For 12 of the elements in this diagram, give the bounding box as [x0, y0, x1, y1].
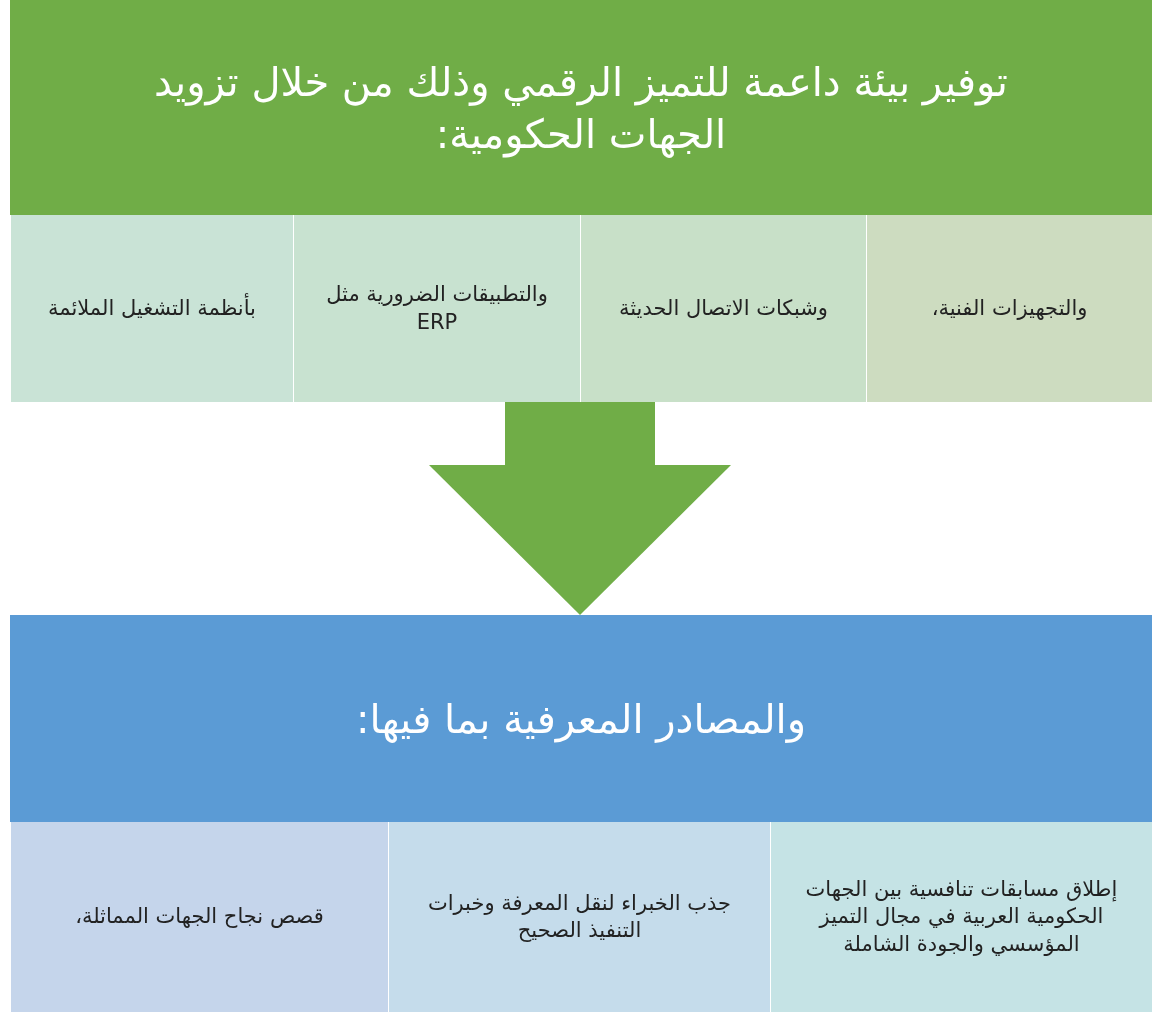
item-cell: إطلاق مسابقات تنافسية بين الجهات الحكومية العربية في مجال التميز المؤسسي والجودة الشاملة — [770, 822, 1152, 1012]
item-cell: بأنظمة التشغيل الملائمة — [10, 215, 293, 402]
heading: توفير بيئة داعمة للتميز الرقمي وذلك من خلال تزويد الجهات الحكومية: — [153, 57, 1009, 160]
down-arrow — [429, 402, 731, 615]
item-cell: وشبكات الاتصال الحديثة — [580, 215, 866, 402]
item-cell: والتجهيزات الفنية، — [866, 215, 1152, 402]
header-panel — [10, 615, 1152, 1012]
item-cell: والتطبيقات الضرورية مثل ERP — [293, 215, 580, 402]
header-panel — [10, 0, 1152, 402]
item-cell: قصص نجاح الجهات المماثلة، — [10, 822, 388, 1012]
item-cell: جذب الخبراء لنقل المعرفة وخبرات التنفيذ الصحيح — [388, 822, 770, 1012]
heading: والمصادر المعرفية بما فيها: — [355, 694, 807, 745]
